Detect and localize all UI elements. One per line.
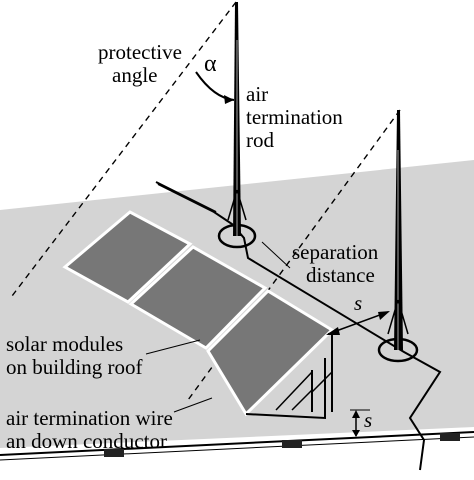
separation-arrowhead <box>326 327 340 335</box>
vertical-s-label: s <box>364 408 373 432</box>
protective-angle-line2: angle <box>112 63 158 87</box>
separation-distance-label: separation distance <box>292 242 378 286</box>
solar-module <box>62 210 193 304</box>
vertical-s-arrowhead <box>352 410 360 418</box>
wire-conductor-label: air termination wire an down conductor <box>6 408 173 452</box>
gutter-clamp <box>440 433 460 441</box>
wire-conductor-line1: air termination wire <box>6 406 173 430</box>
rod-support <box>227 189 238 221</box>
gutter-clamp <box>104 449 124 457</box>
rod-support <box>397 299 409 335</box>
alpha-arrowhead <box>224 95 234 104</box>
air-termination-rod-right <box>394 110 403 350</box>
alpha-label: α <box>204 51 217 77</box>
protective-angle-line1: protective <box>98 40 182 64</box>
gutter-clamp <box>282 440 302 448</box>
panel-frame-brace <box>311 371 333 393</box>
separation-distance-line2: distance <box>306 263 375 287</box>
leader-line <box>261 241 291 269</box>
air-termination-rod-label: air termination rod <box>246 84 343 151</box>
rod-support <box>236 189 247 221</box>
air-termination-wire-second <box>155 181 217 213</box>
solar-modules-label: solar modules on building roof <box>6 334 143 378</box>
solar-modules-line2: on building roof <box>6 355 143 379</box>
separation-s-label: s <box>354 291 363 315</box>
roof-edge-line <box>0 431 474 456</box>
separation-arrowhead <box>378 311 390 320</box>
leader-line <box>145 339 201 355</box>
wire-conductor-line2: an down conductor <box>6 429 167 453</box>
solar-modules-line1: solar modules <box>6 332 124 356</box>
air-termination-rod-line2: termination <box>246 105 343 129</box>
vertical-s-arrowhead <box>352 430 360 437</box>
protective-angle-line-left <box>11 1 237 297</box>
separation-distance-line1: separation <box>292 240 379 264</box>
air-termination-wire <box>157 183 442 471</box>
panel-frame-brace <box>291 389 313 411</box>
solar-module <box>128 245 268 350</box>
air-termination-rod-line3: rod <box>246 128 274 152</box>
air-termination-rod-line1: air <box>246 82 269 106</box>
roof-edge-line-shadow <box>0 436 474 461</box>
protective-angle-label: protective angle <box>98 42 182 86</box>
solar-module <box>206 289 335 417</box>
rod-support <box>387 299 399 335</box>
panel-frame-brace <box>275 371 313 411</box>
leader-line <box>173 397 213 413</box>
